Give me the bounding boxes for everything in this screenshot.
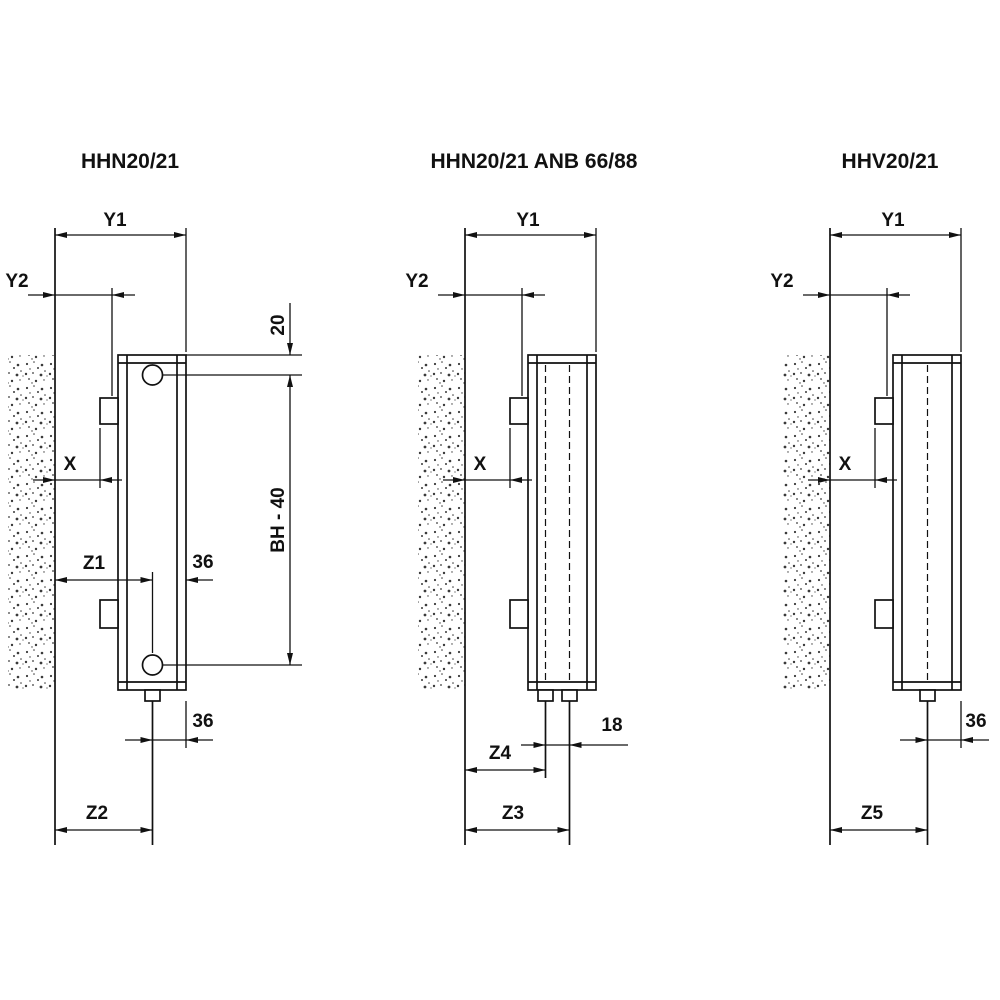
connection-circle-bottom [141,654,164,676]
dim-label-z2: Z2 [86,803,108,824]
dimension-18: 18 [521,715,628,748]
dimension-z2: Z2 [55,803,153,833]
dimension-36-bottom: 36 [125,701,214,748]
pipe-stub [561,689,578,702]
connection-circle-top [141,364,164,386]
diagram-title: HHN20/21 [81,150,179,173]
radiator-body [892,354,962,691]
dimension-y2: Y2 [5,271,135,396]
mounting-bracket-top [99,397,119,425]
dim-label-z5: Z5 [861,803,884,824]
dim-label-18: 18 [601,715,622,736]
dimension-36-mid: 36 [186,552,214,583]
dim-label-y2: Y2 [5,271,28,292]
dim-label-y1: Y1 [516,210,540,231]
diagram-hhn20-21-anb: HHN20/21 ANB 66/88 Y1 Y2 [405,150,638,845]
diagram-title: HHN20/21 ANB 66/88 [431,150,638,173]
dim-label-bh40: BH - 40 [268,487,289,552]
dimension-y1: Y1 [465,210,597,352]
dim-label-y1: Y1 [881,210,905,231]
dim-label-y2: Y2 [770,271,793,292]
dim-label-x: X [64,454,77,475]
dimension-z5: Z5 [830,803,928,833]
dim-label-x: X [839,454,852,475]
wall-hatch [418,355,465,690]
radiator-body [527,354,597,691]
dim-label-z4: Z4 [489,743,512,764]
pipe-stub [537,689,554,702]
wall-hatch [783,355,830,690]
dimension-y2: Y2 [405,271,545,396]
mounting-bracket-top [874,397,894,425]
dim-label-36: 36 [192,711,213,732]
dimension-top-offset-20: 20 [163,303,302,376]
dimension-y1: Y1 [830,210,962,352]
dim-label-y2: Y2 [405,271,428,292]
diagram-hhv20-21: HHV20/21 Y1 Y2 [770,150,989,845]
dim-label-y1: Y1 [103,210,127,231]
diagram-title: HHV20/21 [842,150,939,173]
wall-hatch [8,355,55,690]
mounting-bracket-bottom [874,599,894,629]
pipe-stub [144,689,161,702]
mounting-bracket-top [509,397,529,425]
dimension-z3: Z3 [465,803,570,833]
dim-label-36: 36 [965,711,986,732]
dimension-bh-40: BH - 40 [163,375,302,666]
dimension-x: X [33,428,122,488]
radiator-outline [527,354,597,691]
diagram-hhn20-21: HHN20/21 Y1 Y2 [5,150,302,845]
dim-label-20: 20 [268,314,289,335]
dimension-y2: Y2 [770,271,910,396]
dimension-36-bottom: 36 [900,701,989,748]
pipe-stub [919,689,936,702]
mounting-bracket-bottom [99,599,119,629]
dim-label-36: 36 [192,552,213,573]
dimension-z1: Z1 [55,553,154,653]
dimension-x: X [808,428,897,488]
mounting-bracket-bottom [509,599,529,629]
dim-label-x: X [474,454,487,475]
dimension-z4: Z4 [465,743,546,773]
dim-label-z1: Z1 [83,553,106,574]
dim-label-z3: Z3 [502,803,524,824]
dimension-y1: Y1 [55,210,187,352]
dimension-x: X [443,428,532,488]
